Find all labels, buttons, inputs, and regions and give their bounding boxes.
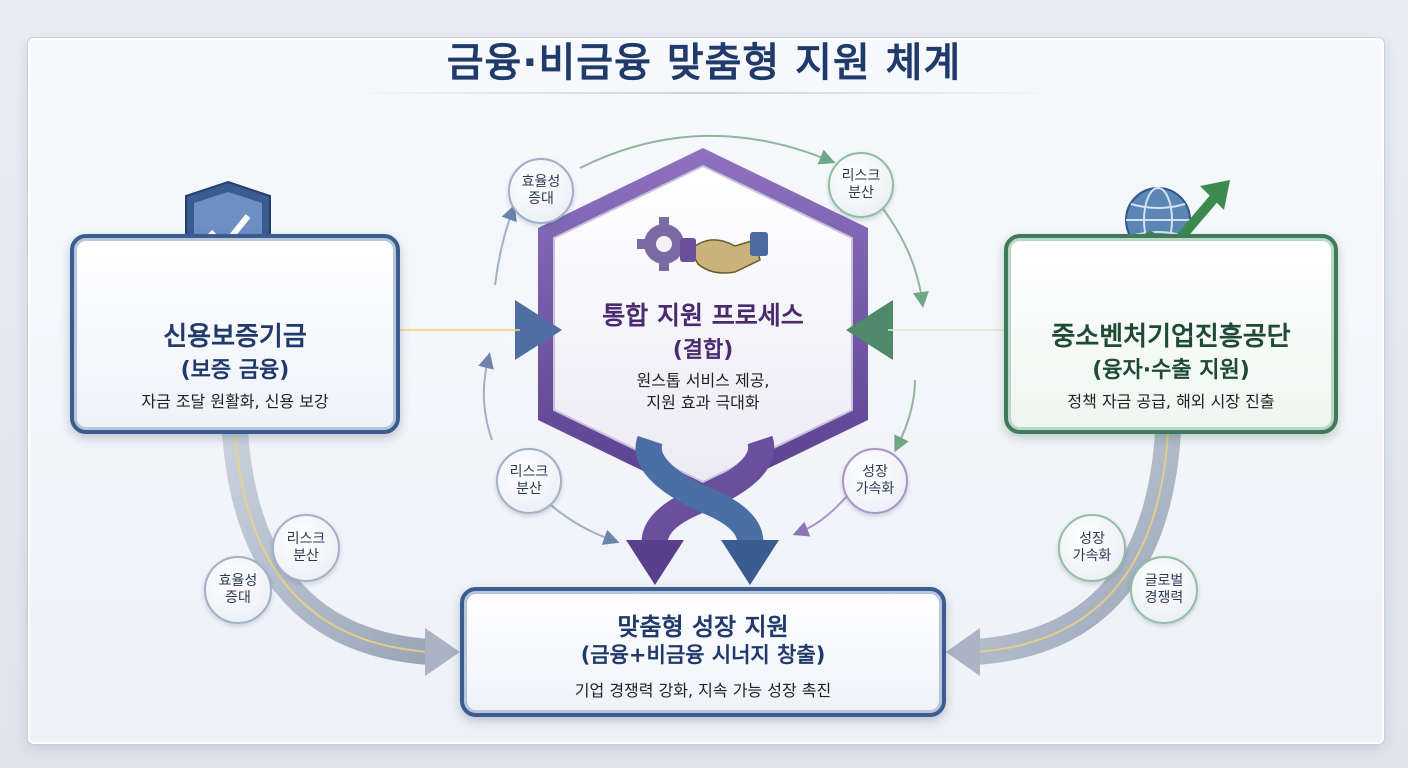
arrow-right-to-bottom-head bbox=[946, 628, 980, 676]
left-box-desc: 자금 조달 원활화, 신용 보강 bbox=[141, 392, 329, 411]
orbit-arrow-top-right bbox=[579, 134, 836, 169]
bubble-label: 리스크 분산 bbox=[841, 168, 881, 201]
arrow-right-to-center-head bbox=[846, 300, 893, 360]
tailored-growth-box: 맞춤형 성장 지원 (금융+비금융 시너지 창출) 기업 경쟁력 강화, 지속 … bbox=[460, 587, 946, 717]
bottom-box-subtitle: (금융+비금융 시너지 창출) bbox=[580, 643, 826, 667]
orbit-arrow-right-down bbox=[879, 204, 929, 308]
orbit-arrow-left-up-2 bbox=[494, 204, 517, 286]
right-box-subtitle: (융자·수출 지원) bbox=[1092, 358, 1250, 383]
bubble-risk-top: 리스크 분산 bbox=[828, 152, 894, 218]
bubble-label: 리스크 분산 bbox=[509, 464, 549, 497]
bubble-label: 성장 가속화 bbox=[855, 464, 895, 497]
right-box-desc: 정책 자금 공급, 해외 시장 진출 bbox=[1067, 392, 1275, 411]
bubble-growth-mid: 성장 가속화 bbox=[842, 448, 908, 514]
center-subtitle: (결합) bbox=[672, 338, 734, 363]
center-desc-line1: 원스톱 서비스 제공, bbox=[636, 371, 770, 390]
arrow-left-to-bottom-glow bbox=[234, 431, 431, 653]
twist-arrow-blue bbox=[635, 435, 764, 551]
bubble-global-low: 글로벌 경쟁력 bbox=[1130, 556, 1198, 624]
center-title: 통합 지원 프로세스 bbox=[602, 301, 804, 330]
center-desc-line2: 지원 효과 극대화 bbox=[646, 393, 760, 412]
bubble-label: 글로벌 경쟁력 bbox=[1144, 573, 1184, 606]
left-box-subtitle: (보증 금융) bbox=[180, 358, 290, 383]
orbit-arrow-left-up bbox=[478, 352, 494, 441]
arrow-right-to-bottom-glow bbox=[974, 431, 1169, 653]
bubble-efficiency-top: 효율성 증대 bbox=[508, 158, 574, 224]
title-divider bbox=[340, 92, 1068, 94]
bubble-label: 리스크 분산 bbox=[286, 531, 326, 564]
twist-arrow-purple-head bbox=[626, 540, 684, 585]
bubble-efficiency-low: 효율성 증대 bbox=[204, 556, 272, 624]
bubble-risk-mid: 리스크 분산 bbox=[496, 448, 562, 514]
handshake-icon bbox=[680, 232, 768, 274]
bubble-risk-low: 리스크 분산 bbox=[272, 514, 340, 582]
orbit-arrow-right-down-2 bbox=[894, 379, 916, 453]
bottom-box-title: 맞춤형 성장 지원 bbox=[617, 613, 789, 641]
arrow-left-to-center-head bbox=[515, 300, 562, 360]
bubble-growth-low: 성장 가속화 bbox=[1058, 514, 1126, 582]
credit-guarantee-fund-box: 신용보증기금 (보증 금융) 자금 조달 원활화, 신용 보강 bbox=[70, 234, 400, 434]
right-box-title: 중소벤처기업진흥공단 bbox=[1051, 322, 1291, 352]
bubble-label: 효율성 증대 bbox=[218, 573, 258, 606]
bottom-box-desc: 기업 경쟁력 강화, 지속 가능 성장 촉진 bbox=[574, 681, 832, 700]
center-hexagon-inner bbox=[553, 164, 853, 484]
left-box-title: 신용보증기금 bbox=[163, 322, 307, 352]
diagram-title: 금융·비금융 맞춤형 지원 체계 bbox=[446, 40, 962, 86]
bubble-label: 효율성 증대 bbox=[521, 174, 561, 207]
bubble-label: 성장 가속화 bbox=[1072, 531, 1112, 564]
sme-agency-box: 중소벤처기업진흥공단 (융자·수출 지원) 정책 자금 공급, 해외 시장 진출 bbox=[1004, 234, 1338, 434]
twist-arrow-blue-head bbox=[721, 540, 779, 585]
arrow-left-to-bottom-head bbox=[425, 628, 460, 676]
